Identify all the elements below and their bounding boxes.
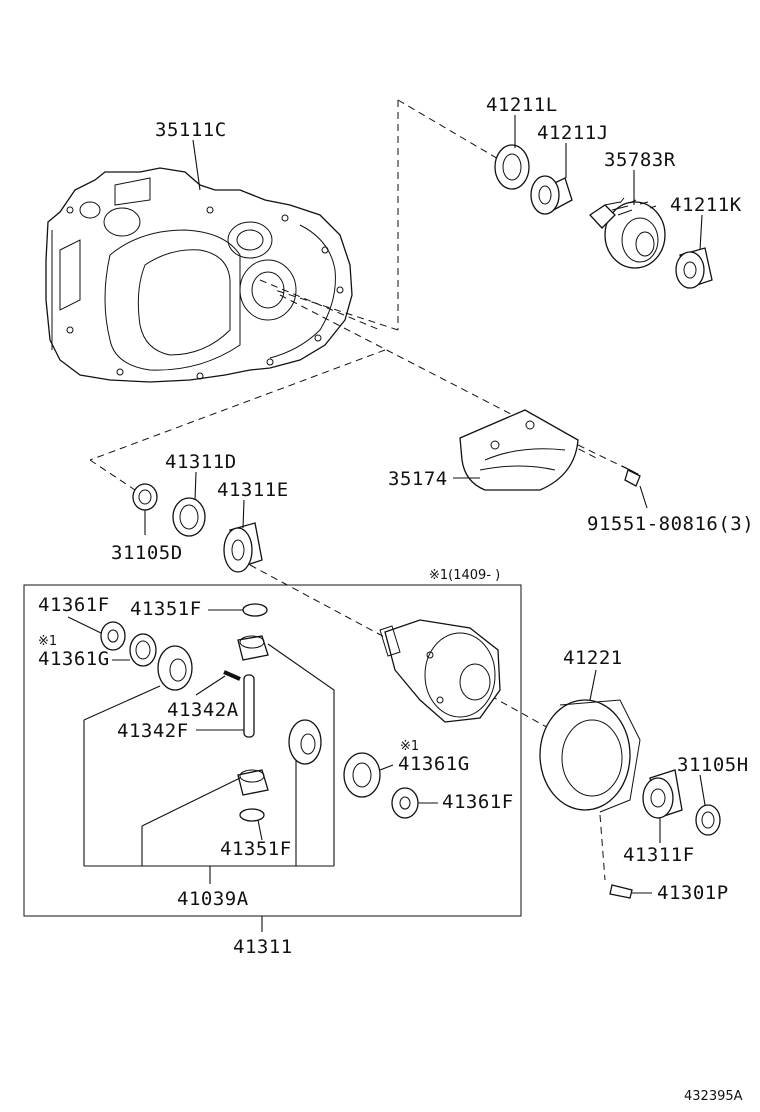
label-91551-80816: 91551-80816(3) [587,513,754,535]
diagram-id: 432395A [684,1089,743,1104]
shim-41311D[interactable] [172,497,206,537]
label-41039A: 41039A [177,888,249,910]
label-41311: 41311 [233,936,293,958]
note-mark-left: ※1 [38,634,57,649]
label-41221: 41221 [563,647,623,669]
cover-35174[interactable] [459,409,579,491]
label-35783R: 35783R [604,149,676,171]
label-35174: 35174 [388,468,448,490]
washer-41361F-right[interactable] [391,787,419,819]
note-mark-right: ※1 [400,739,419,754]
label-35111C: 35111C [155,119,227,141]
label-41342F: 41342F [117,720,189,742]
bearing-41211K[interactable] [675,247,713,289]
oil-seal-31105D[interactable] [132,483,158,511]
label-31105H: 31105H [677,754,749,776]
label-41211J: 41211J [537,122,609,144]
label-41301P: 41301P [657,882,729,904]
transaxle-housing[interactable] [45,167,353,383]
label-41211K: 41211K [670,194,742,216]
shim-41361G-right[interactable] [343,752,381,798]
shim-41361G-left[interactable] [129,633,157,667]
side-gear-left[interactable] [157,645,193,691]
differential-kit-box [23,584,522,917]
label-41361F-left: 41361F [38,594,110,616]
label-41342A: 41342A [167,699,239,721]
pinion-gear-lower[interactable] [237,769,269,796]
bearing-41311F[interactable] [642,769,683,819]
label-41211L: 41211L [486,94,558,116]
label-41361F-right: 41361F [442,791,514,813]
label-41351F-top: 41351F [130,598,202,620]
label-31105D: 31105D [111,542,183,564]
leader-lines [67,115,706,932]
label-41361G-right: 41361G [398,753,470,775]
note-range: ※1(1409- ) [429,568,500,583]
washer-41351F-top[interactable] [242,603,268,617]
differential-case[interactable] [379,619,501,723]
label-41311E: 41311E [217,479,289,501]
bolt-91551[interactable] [621,465,641,487]
washer-41361F-left[interactable] [100,621,126,651]
bearing-41311E[interactable] [223,522,263,573]
label-41311F: 41311F [623,844,695,866]
gear-35783R[interactable] [589,197,666,269]
oil-seal-31105H[interactable] [695,804,721,836]
ring-gear-41221[interactable] [539,699,641,813]
oil-seal-41211L[interactable] [494,144,530,190]
bearing-41211J[interactable] [530,175,573,215]
side-gear-right[interactable] [288,719,322,765]
pin-41342A[interactable] [223,670,241,681]
bolt-41301P[interactable] [609,884,633,899]
washer-41351F-bottom[interactable] [239,808,265,822]
label-41351F-bottom: 41351F [220,838,292,860]
shaft-41342F[interactable] [243,674,255,738]
pinion-gear-upper[interactable] [237,635,269,661]
label-41311D: 41311D [165,451,237,473]
label-41361G-left: 41361G [38,648,110,670]
